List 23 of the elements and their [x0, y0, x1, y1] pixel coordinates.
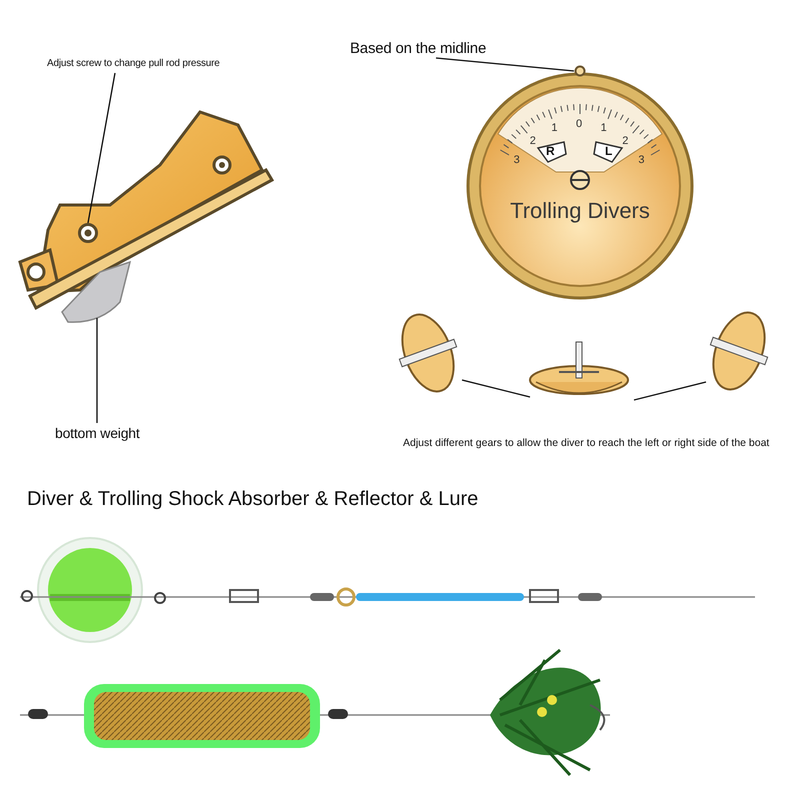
screw-icon	[78, 223, 98, 243]
direction-letter: R	[546, 144, 555, 158]
connector-line	[462, 379, 530, 398]
scale-number: 2	[622, 134, 628, 147]
scale-number: 0	[576, 118, 582, 130]
scale-number: 2	[530, 134, 536, 147]
scale-number: 1	[600, 122, 607, 134]
callout-text: bottom weight	[55, 425, 165, 443]
dial-text: Trolling Divers	[509, 198, 651, 224]
caption-text: Adjust different gears to allow the diver to reach the left or right side of the boat	[403, 437, 770, 449]
direction-letter: L	[605, 144, 612, 158]
scale-number: 3	[638, 154, 644, 166]
leader-line	[436, 57, 574, 72]
weight-drawing	[60, 262, 134, 324]
scale-number: 1	[551, 122, 558, 134]
scale-number: 3	[514, 154, 520, 166]
eyelet-icon	[574, 65, 586, 77]
callout-text: Based on the midline	[350, 40, 500, 58]
leader-line	[96, 318, 98, 423]
leader-line	[87, 72, 116, 224]
connector-line	[634, 381, 706, 401]
section-heading: Diver & Trolling Shock Absorber & Reflector & Lure	[27, 488, 478, 511]
callout-text: Adjust screw to change pull rod pressure	[47, 58, 222, 72]
